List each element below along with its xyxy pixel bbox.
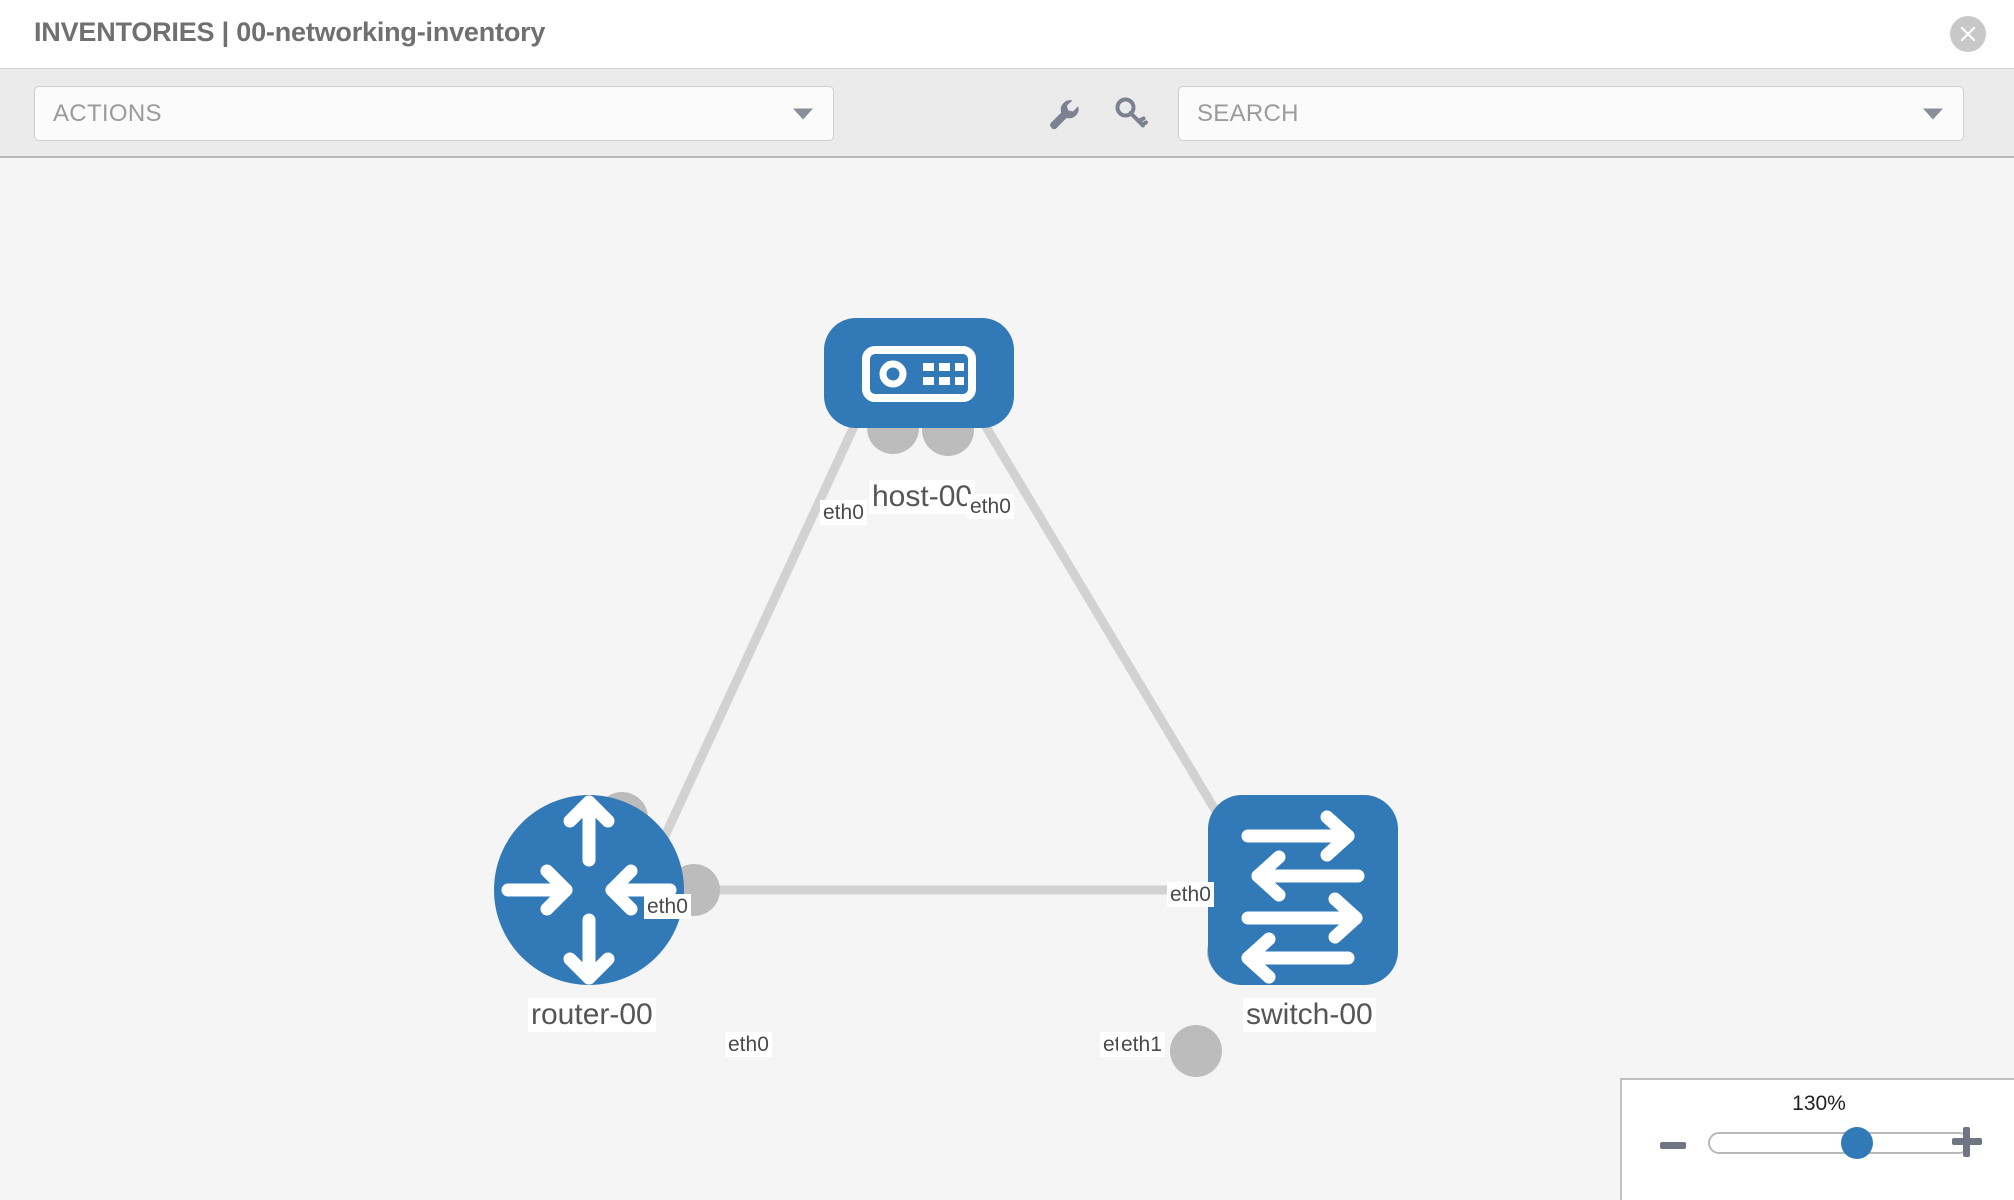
zoom-slider-thumb[interactable] (1841, 1127, 1874, 1159)
topology-graph (494, 318, 1398, 1077)
topology-canvas[interactable]: eth0 host-00 eth0 eth0 eth0 eth0 eth0 et… (0, 160, 2014, 1200)
search-placeholder: SEARCH (1197, 100, 1299, 127)
zoom-slider-track[interactable] (1708, 1132, 1970, 1154)
wrench-icon[interactable] (1042, 93, 1084, 135)
port-label-router-top: eth0 (644, 894, 691, 919)
port-label-host-left: eth0 (820, 500, 867, 525)
zoom-in-button[interactable] (1952, 1127, 1982, 1157)
port-label-switch-left: eth1 (1118, 1032, 1165, 1057)
zoom-control-panel: 130% (1620, 1078, 2014, 1200)
zoom-out-button[interactable] (1660, 1142, 1686, 1149)
port-label-router-right: eth0 (725, 1032, 772, 1057)
topology-edges (635, 367, 1249, 895)
node-host-00 (824, 318, 1014, 428)
server-icon (862, 346, 976, 402)
node-label-host-00: host-00 (869, 480, 976, 514)
node-router-00 (494, 795, 684, 985)
title-bar: INVENTORIES | 00-networking-inventory (0, 0, 2014, 68)
node-label-router-00: router-00 (528, 998, 656, 1032)
port-label-host-right: eth0 (967, 494, 1014, 519)
edge-host-router (635, 368, 885, 892)
switch-arrows-icon (1241, 810, 1365, 984)
edge-host-switch (948, 367, 1249, 863)
node-switch-00 (1208, 795, 1398, 985)
zoom-level-value: 130% (1792, 1092, 1846, 1115)
router-arrows-icon (501, 795, 677, 985)
page-title: INVENTORIES | 00-networking-inventory (34, 17, 546, 47)
toolbar: ACTIONS SEARCH (0, 68, 2014, 158)
actions-dropdown-label: ACTIONS (53, 100, 162, 127)
search-input[interactable]: SEARCH (1178, 86, 1964, 141)
chevron-down-icon (793, 108, 813, 119)
actions-dropdown[interactable]: ACTIONS (34, 86, 834, 141)
node-label-switch-00: switch-00 (1243, 998, 1376, 1032)
close-icon[interactable] (1950, 16, 1986, 52)
chevron-down-icon (1923, 108, 1943, 119)
key-icon[interactable] (1110, 93, 1152, 135)
port-label-switch-top: eth0 (1167, 882, 1214, 907)
port-switch-left (1170, 1025, 1222, 1077)
